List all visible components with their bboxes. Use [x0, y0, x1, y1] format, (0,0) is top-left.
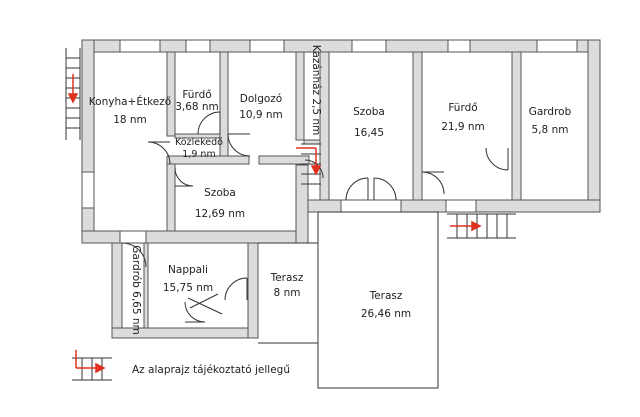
room-furdo2-area: 21,9 nm: [441, 121, 485, 133]
room-furdo2-name: Fürdő: [448, 102, 477, 114]
stairs: [65, 48, 516, 381]
room-gardrob1-area: 5,8 nm: [532, 124, 569, 136]
room-kozlekedo-name: Közlekedő: [175, 137, 223, 148]
room-terasz1-area: 8 nm: [274, 287, 301, 299]
disclaimer-note: Az alaprajz tájékoztató jellegű: [132, 364, 290, 376]
room-gardrob2-name: Gardrób 6,65 nm: [130, 245, 142, 334]
room-nappali-name: Nappali: [168, 264, 208, 276]
room-furdo1-area: 3,68 nm: [175, 101, 219, 113]
room-terasz2-area: 26,46 nm: [361, 308, 411, 320]
entrance-arrows: [67, 74, 482, 374]
room-szoba1-area: 16,45: [354, 127, 384, 139]
doors: [121, 111, 509, 323]
windows: [81, 39, 578, 244]
room-kozlekedo-area: 1,9 nm: [182, 149, 215, 160]
room-szoba2-area: 12,69 nm: [195, 208, 245, 220]
room-labels: Konyha+Étkező 18 nm Fürdő 3,68 nm Dolgoz…: [89, 45, 572, 376]
room-furdo1-name: Fürdő: [182, 89, 211, 101]
room-konyha-name: Konyha+Étkező: [89, 95, 171, 108]
room-dolgozo-area: 10,9 nm: [239, 109, 283, 121]
room-kazanhaz-name: Kazánház 2,5 nm: [310, 45, 322, 136]
room-terasz1-name: Terasz: [270, 272, 304, 284]
room-nappali-area: 15,75 nm: [163, 282, 213, 294]
room-terasz2-name: Terasz: [369, 290, 403, 302]
room-konyha-area: 18 nm: [113, 114, 147, 126]
room-szoba2-name: Szoba: [204, 187, 236, 199]
room-szoba1-name: Szoba: [353, 106, 385, 118]
room-gardrob1-name: Gardrob: [529, 106, 572, 118]
room-dolgozo-name: Dolgozó: [240, 93, 282, 105]
walls: [81, 39, 601, 339]
terrace-outlines: [258, 211, 439, 389]
